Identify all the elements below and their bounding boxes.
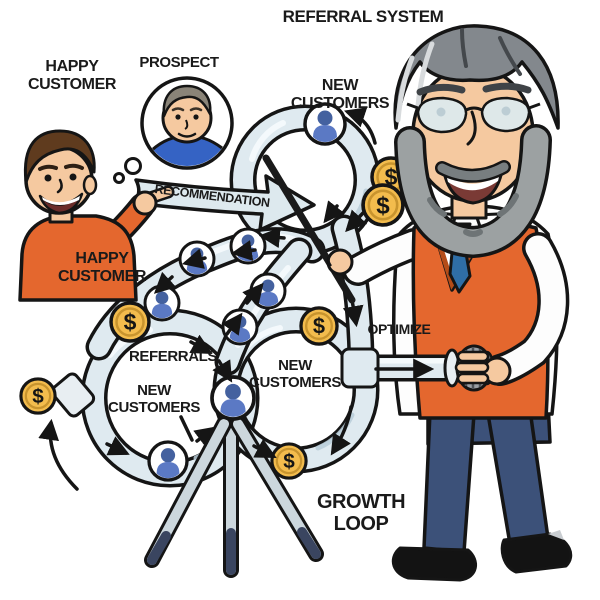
label-optimize: OPTIMIZE <box>367 321 431 337</box>
pointer-stick-icon <box>262 154 356 304</box>
new-customer-icon <box>147 440 189 482</box>
flow-arrows <box>38 107 377 491</box>
label-growth-loop: GROWTH LOOP <box>316 491 406 535</box>
page-title-text: REFERRAL SYSTEM <box>282 7 444 26</box>
new-customer-icon <box>210 375 256 421</box>
label-prospect: PROSPECT <box>139 54 219 71</box>
dollar-coin-icon <box>270 442 308 480</box>
happy-customer-figure <box>18 129 175 302</box>
dollar-coin-icon <box>19 377 57 415</box>
label-new-customers-right: NEW CUSTOMERS <box>249 357 341 391</box>
dollar-coin-icon <box>109 301 151 343</box>
label-happy-customer-bottom: HAPPY CUSTOMER <box>57 250 147 285</box>
tripod-stand-icon <box>144 404 324 578</box>
new-customer-icon <box>229 227 267 265</box>
optimize-pipe <box>340 347 466 389</box>
new-customer-icon <box>143 284 181 322</box>
thought-bubble-icon <box>113 76 234 184</box>
pipe-collar <box>50 372 96 418</box>
label-happy-customer-top: HAPPY CUSTOMER <box>27 58 117 93</box>
presenter-figure <box>342 24 573 582</box>
dollar-coin-icon <box>299 306 339 346</box>
dollar-coin-icon <box>361 183 405 227</box>
label-referrals: REFERRALS <box>128 348 218 365</box>
pipe-down-to-junction <box>330 214 375 370</box>
glasses-icon <box>406 96 541 134</box>
prospect-portrait <box>148 84 226 166</box>
page-title: REFERRAL SYSTEM <box>282 7 444 27</box>
presenter-left-hand <box>454 350 512 386</box>
label-new-customers-left: NEW CUSTOMERS <box>108 382 200 416</box>
label-new-customers-top: NEW CUSTOMERS <box>290 77 390 112</box>
presenter-right-hand <box>326 248 354 276</box>
